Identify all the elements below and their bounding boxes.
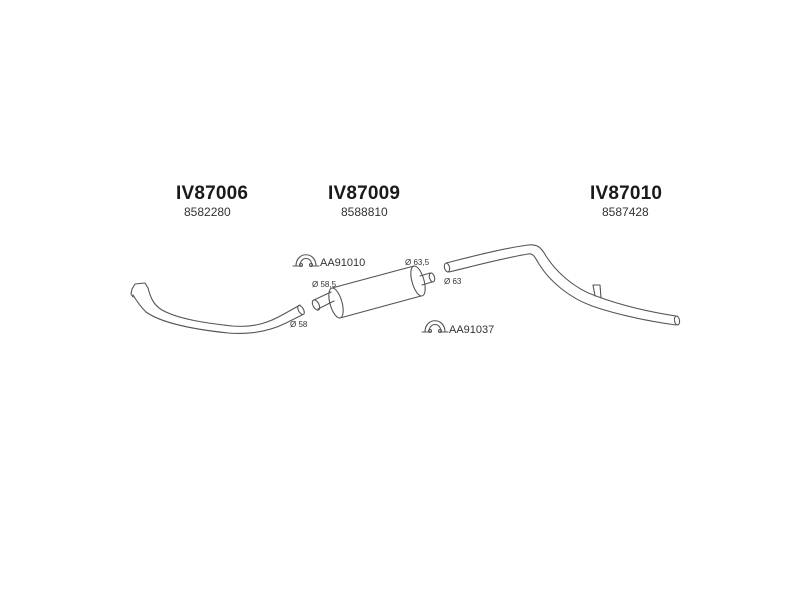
part-number-silencer: 8588810: [341, 205, 388, 219]
part-code-silencer: IV87009: [328, 183, 401, 204]
diameter-label-silencer-inlet: Ø 58,5: [312, 280, 337, 289]
clamp-label-aa91037: AA91037: [449, 324, 495, 336]
clamp-icon: [421, 320, 449, 334]
front-pipe: [130, 282, 305, 335]
silencer: [311, 265, 436, 319]
diameter-label-tail-pipe: Ø 63: [444, 277, 462, 286]
clamp-label-aa91010: AA91010: [320, 257, 366, 269]
clamp-icon: [292, 254, 320, 268]
part-code-front-pipe: IV87006: [176, 183, 249, 204]
tail-pipe: [443, 244, 681, 326]
part-number-front-pipe: 8582280: [184, 205, 231, 219]
part-code-tail-pipe: IV87010: [590, 183, 663, 204]
part-number-tail-pipe: 8587428: [602, 205, 649, 219]
diameter-label-silencer-outlet: Ø 63,5: [405, 258, 430, 267]
diameter-label-front-pipe: Ø 58: [290, 320, 308, 329]
